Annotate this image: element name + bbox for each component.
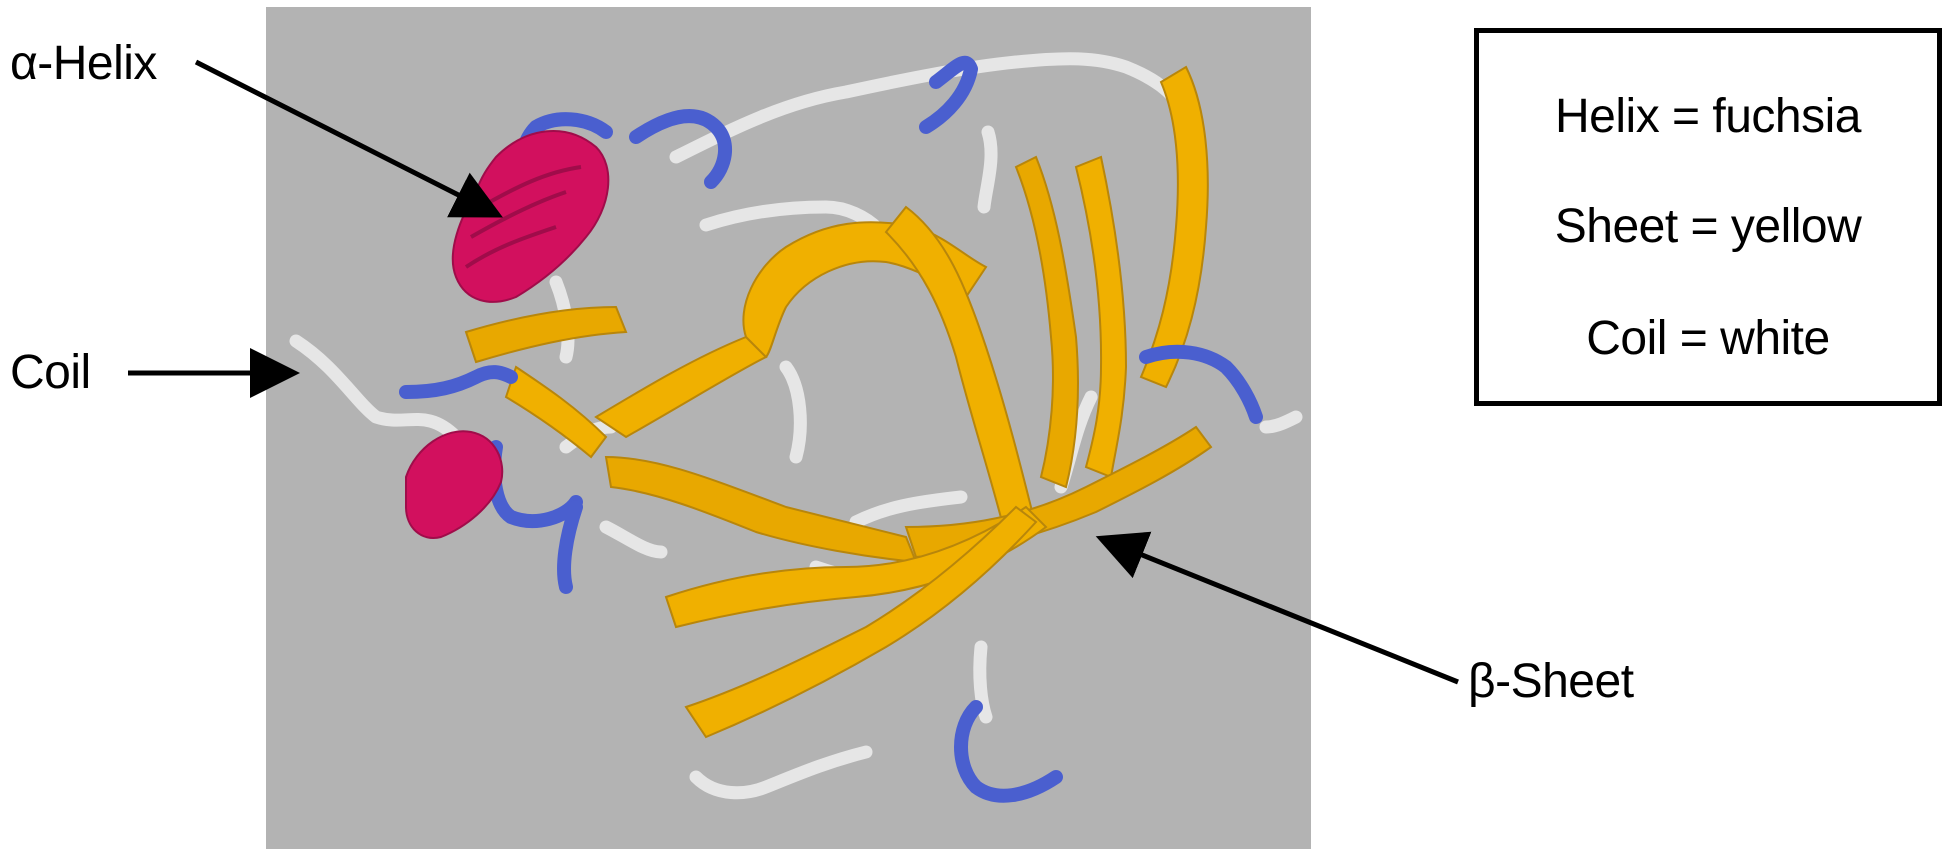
strand-5	[1014, 155, 1079, 489]
helix-arrow	[194, 59, 503, 218]
alpha-helix-label: α-Helix	[10, 37, 157, 90]
strand-10	[684, 505, 1038, 739]
ribbon-structure	[289, 52, 1303, 803]
coil-upper-mid	[699, 200, 885, 236]
legend-helix: Helix = fuchsia	[1555, 90, 1861, 143]
strand-12	[504, 365, 608, 459]
turn-right	[1139, 344, 1263, 424]
protein-structure-panel	[266, 7, 1311, 849]
coil-center-left	[779, 360, 807, 464]
legend-box: Helix = fuchsia Sheet = yellow Coil = wh…	[1474, 28, 1942, 406]
coil-top-loop	[669, 52, 1188, 164]
beta-sheet-strands	[464, 65, 1213, 739]
turn-upper-mid	[629, 109, 733, 189]
strand-9	[664, 505, 1048, 629]
strand-6	[1074, 155, 1128, 479]
coil-far-right	[1259, 410, 1303, 434]
coil-bottom-right	[973, 640, 993, 724]
coil-bottom-left	[689, 745, 873, 800]
coil-right-short	[977, 125, 998, 214]
strand-7	[1139, 65, 1209, 389]
sheet-arrow	[1095, 531, 1459, 685]
turn-left-mid	[399, 365, 518, 399]
legend-coil: Coil = white	[1586, 312, 1830, 365]
turn-top-right	[919, 56, 978, 134]
turn-bottom-right	[954, 700, 1063, 803]
legend-sheet: Sheet = yellow	[1554, 200, 1862, 253]
coil-label: Coil	[10, 346, 91, 399]
coil-lower-left	[599, 520, 668, 559]
beta-sheet-label: β-Sheet	[1468, 655, 1634, 708]
strand-11	[464, 305, 628, 364]
helix-lower	[405, 430, 504, 539]
turn-bottom-left	[557, 500, 583, 594]
coil-center-bottom	[849, 490, 968, 529]
